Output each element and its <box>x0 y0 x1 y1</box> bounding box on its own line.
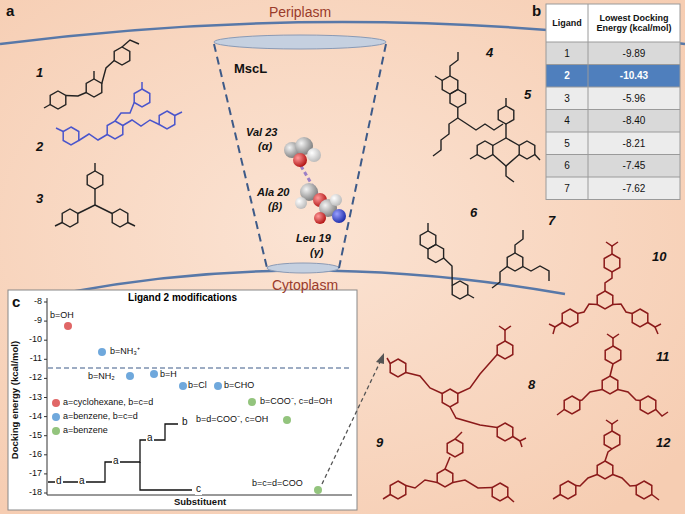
table-cell: -8.21 <box>588 132 680 155</box>
tick-label: -16 <box>22 449 42 459</box>
axis-title: Docking energy (kcal/mol) <box>10 341 21 459</box>
panel-letter: c <box>12 293 20 310</box>
table-cell: 4 <box>546 110 588 133</box>
point-annotation: b=OH <box>50 310 74 320</box>
panel-letter: b <box>532 2 541 19</box>
ligand-number: 12 <box>656 436 670 451</box>
table-header: Lowest Docking Energy (kcal/mol) <box>588 4 680 42</box>
substituent-letter: b <box>181 416 189 428</box>
table-cell: 1 <box>546 42 588 65</box>
point-annotation: b=CHO <box>224 380 254 390</box>
panel-title: Ligand 2 modifications <box>8 292 357 303</box>
tick-label: -18 <box>22 487 42 497</box>
table-cell: -5.96 <box>588 87 680 110</box>
point-annotation: b=Cl <box>188 380 207 390</box>
ligand-number: 1 <box>36 66 43 81</box>
point-annotation: b=COO⁻, c=d=OH <box>260 396 332 406</box>
ligand-number: 7 <box>548 214 555 229</box>
ligand-number: 6 <box>470 206 477 221</box>
legend-text: a=benzene, b=c=d <box>63 411 138 421</box>
table-header: Ligand <box>546 4 588 42</box>
residue-label: (α) <box>258 140 272 153</box>
table-cell: 6 <box>546 155 588 178</box>
ligand-number: 9 <box>376 436 383 451</box>
legend-dot <box>52 413 60 421</box>
tick-label: -14 <box>22 411 42 421</box>
legend-dot <box>52 399 60 407</box>
table-cell: 2 <box>546 65 588 88</box>
tick-label: -9 <box>22 315 42 325</box>
legend-text: a=cyclohexane, b=c=d <box>63 397 153 407</box>
tick-label: -15 <box>22 430 42 440</box>
residue-label: (β) <box>268 200 282 213</box>
legend-text: a=benzene <box>63 425 108 435</box>
ligand-number: 5 <box>524 88 531 103</box>
residue-label: Ala 20 <box>257 186 289 199</box>
tick-label: -13 <box>22 392 42 402</box>
channel-label: MscL <box>234 62 267 77</box>
substituent-letter: c <box>195 483 202 495</box>
substituent-letter: a <box>112 455 120 467</box>
tick-label: -10 <box>22 334 42 344</box>
table-cell: -9.89 <box>588 42 680 65</box>
table-cell: 5 <box>546 132 588 155</box>
substituent-letter: d <box>55 475 63 487</box>
point-annotation: b=c=d=COO <box>252 478 303 488</box>
ligand-number: 2 <box>36 140 43 155</box>
ligand-number: 4 <box>486 46 493 61</box>
axis-title: Substituent <box>174 497 226 508</box>
residue-label: Val 23 <box>246 126 277 139</box>
tick-label: -17 <box>22 468 42 478</box>
ligand-number: 10 <box>652 250 666 265</box>
table-cell: -7.45 <box>588 155 680 178</box>
point-annotation: b=NH₃⁺ <box>110 346 140 356</box>
table-cell: -10.43 <box>588 65 680 88</box>
point-annotation: b=d=COO⁻, c=OH <box>196 414 268 424</box>
compartment-label: Periplasm <box>269 4 331 20</box>
residue-label: (γ) <box>310 246 323 259</box>
table-cell: -7.62 <box>588 177 680 200</box>
substituent-letter: a <box>78 475 86 487</box>
substituent-letter: a <box>146 432 154 444</box>
tick-label: -8 <box>22 296 42 306</box>
ligand-number: 11 <box>656 350 670 365</box>
ligand-number: 3 <box>36 192 43 207</box>
panel-letter: a <box>6 2 14 19</box>
table-cell: -8.40 <box>588 110 680 133</box>
point-annotation: b=H <box>160 369 177 379</box>
residue-label: Leu 19 <box>296 232 331 245</box>
legend-dot <box>52 427 60 435</box>
table-cell: 3 <box>546 87 588 110</box>
point-annotation: b=NH₂ <box>88 371 115 381</box>
compartment-label: Cytoplasm <box>272 277 338 293</box>
tick-label: -11 <box>22 353 42 363</box>
table-cell: 7 <box>546 177 588 200</box>
ligand-number: 8 <box>528 378 535 393</box>
tick-label: -12 <box>22 372 42 382</box>
